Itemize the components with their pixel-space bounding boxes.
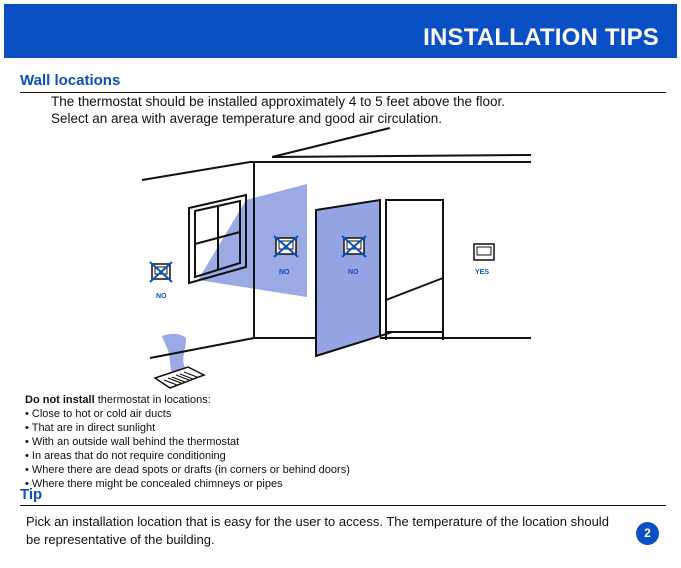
no-label: NO: [279, 269, 290, 276]
thermostat-icon: [149, 261, 173, 283]
thermostat-icon: [473, 243, 495, 261]
list-item: In areas that do not require conditionin…: [25, 449, 350, 463]
no-label: NO: [348, 269, 359, 276]
heat-flow: [162, 333, 186, 378]
do-not-install-list: Do not install thermostat in locations: …: [25, 393, 350, 491]
intro-line-1: The thermostat should be installed appro…: [51, 94, 506, 109]
list-item: Where there are dead spots or drafts (in…: [25, 463, 350, 477]
no-label: NO: [156, 293, 167, 300]
list-lead-rest: thermostat in locations:: [94, 394, 211, 406]
list-lead: Do not install thermostat in locations:: [25, 393, 350, 407]
list-lead-bold: Do not install: [25, 394, 95, 406]
section-divider: [20, 505, 666, 506]
list-item: Where there might be concealed chimneys …: [25, 477, 350, 491]
thermostat-icon: [273, 235, 299, 258]
wall-locations-heading: Wall locations: [20, 72, 121, 89]
tip-heading: Tip: [20, 486, 43, 503]
page-title: INSTALLATION TIPS: [423, 24, 659, 51]
tip-text: Pick an installation location that is ea…: [26, 514, 609, 547]
sunlight-beam: [198, 184, 307, 297]
list-item: That are in direct sunlight: [25, 421, 350, 435]
open-door: [316, 200, 380, 356]
section-divider: [20, 92, 666, 93]
floor-vent: [153, 366, 206, 389]
header-banner: INSTALLATION TIPS: [4, 4, 677, 58]
list-item: With an outside wall behind the thermost…: [25, 435, 350, 449]
list-item: Close to hot or cold air ducts: [25, 407, 350, 421]
thermostat-icon: [341, 235, 367, 258]
intro-line-2: Select an area with average temperature …: [51, 111, 442, 126]
page-number-badge: 2: [636, 522, 659, 545]
yes-label: YES: [475, 269, 489, 276]
